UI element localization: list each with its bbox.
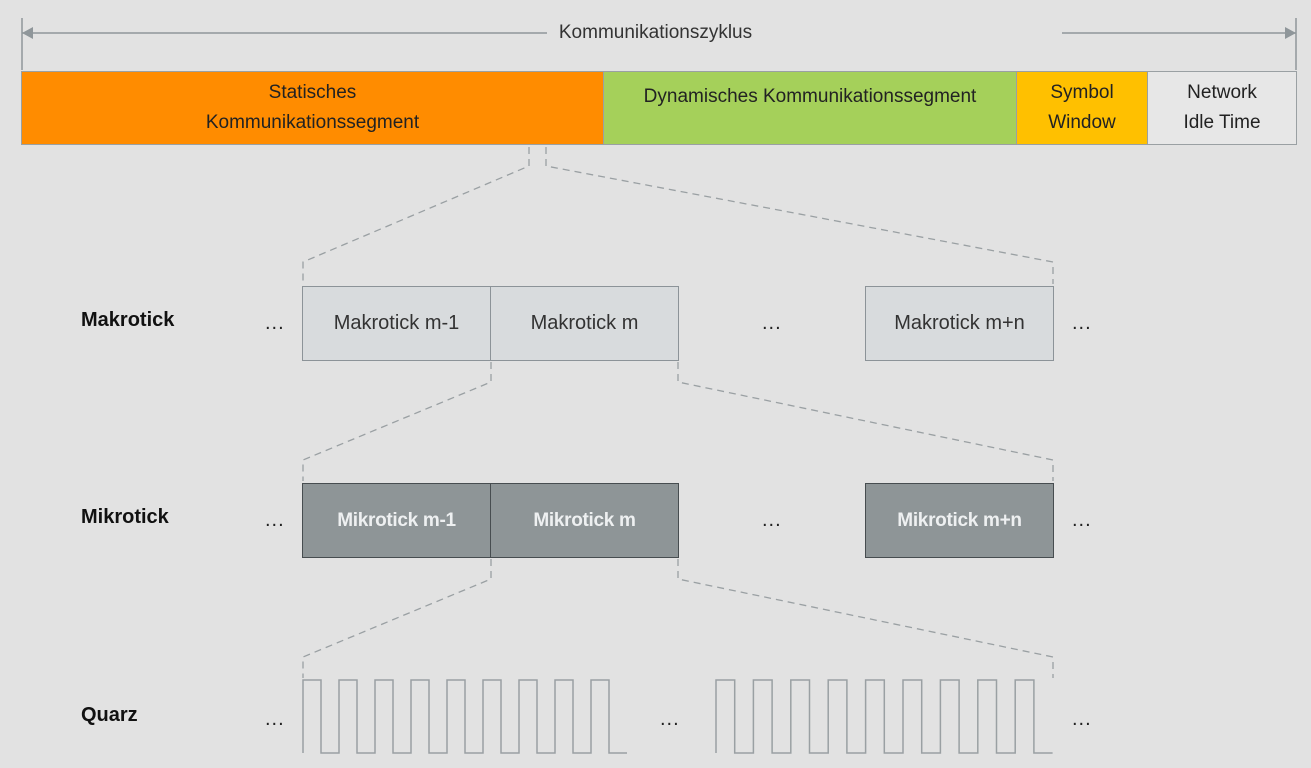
mikrotick-box-m: Mikrotick m [490,483,679,558]
quarz-ellipsis-left: ... [265,708,285,730]
makrotick-ellipsis-right: ... [1072,312,1092,334]
cycle-label-text: Kommunikationszyklus [546,22,765,43]
zoom-line-3-right [677,559,1054,678]
network-idle-segment: Network Idle Time [1147,71,1297,145]
makrotick-ellipsis-middle: ... [762,312,782,334]
cycle-arrow-left-head [22,27,33,39]
mikrotick-box-m-minus-1: Mikrotick m-1 [302,483,491,558]
makrotick-ellipsis-left: ... [265,312,285,334]
symbol-window-segment: Symbol Window [1016,71,1148,145]
mikrotick-ellipsis-middle: ... [762,509,782,531]
makrotick-box-m-minus-1: Makrotick m-1 [302,286,491,361]
makrotick-box-m: Makrotick m [490,286,679,361]
makrotick-box-m-plus-n: Makrotick m+n [865,286,1054,361]
zoom-line-2-left [302,362,492,481]
quarz-row-label: Quarz [81,704,138,726]
zoom-line-2-right [677,362,1054,481]
mikrotick-row-label: Mikrotick [81,506,169,528]
quarz-wave-left [302,679,627,754]
cycle-label: Kommunikationszyklus [0,20,1311,46]
zoom-line-3-left [302,559,492,678]
dynamic-segment: Dynamisches Kommunikationssegment [603,71,1017,145]
mikrotick-box-m-plus-n: Mikrotick m+n [865,483,1054,558]
mikrotick-ellipsis-left: ... [265,509,285,531]
static-segment-label: Statisches Kommunikationssegment [205,82,420,133]
network-idle-label: Network Idle Time [1183,82,1261,133]
cycle-arrow-right-head [1285,27,1296,39]
quarz-ellipsis-right: ... [1072,708,1092,730]
makrotick-row-label: Makrotick [81,309,175,331]
zoom-line-1-right [545,147,1054,284]
static-segment: Statisches Kommunikationssegment [21,71,604,145]
dynamic-segment-label: Dynamisches Kommunikationssegment [643,86,977,107]
quarz-ellipsis-middle: ... [660,708,680,730]
quarz-wave-right [715,679,1053,754]
zoom-line-1-left [302,147,530,284]
symbol-window-label: Symbol Window [1048,82,1116,133]
mikrotick-ellipsis-right: ... [1072,509,1092,531]
